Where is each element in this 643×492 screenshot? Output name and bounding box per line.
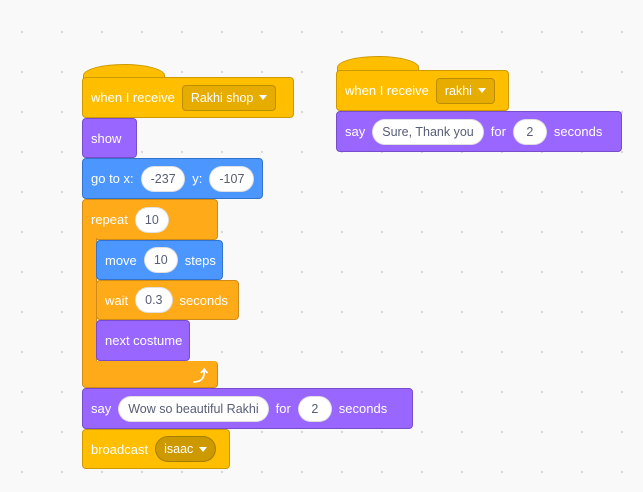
message-dropdown-2[interactable]: rakhi <box>435 77 495 104</box>
show-block[interactable]: show <box>82 118 137 158</box>
wait-seconds-block[interactable]: wait 0.3 seconds <box>96 280 239 320</box>
block-label: say <box>91 401 112 416</box>
steps-input[interactable]: 10 <box>143 247 178 273</box>
broadcast-message-dropdown[interactable]: isaac <box>155 436 217 462</box>
say-message-input[interactable]: Wow so beautiful Rakhi <box>118 395 269 422</box>
block-label: show <box>91 130 122 146</box>
block-label: say <box>345 124 366 139</box>
block-label: when I receive <box>345 83 429 98</box>
when-i-receive-hat-block[interactable]: when I receive Rakhi shop <box>82 77 294 118</box>
dropdown-value: rakhi <box>444 83 472 98</box>
block-label: repeat <box>91 212 128 227</box>
block-label: seconds <box>553 124 603 139</box>
block-label: move <box>105 252 137 268</box>
move-steps-block[interactable]: move 10 steps <box>96 240 223 280</box>
go-to-xy-block[interactable]: go to x: -237 y: -107 <box>82 158 263 199</box>
block-label: go to x: <box>91 171 134 186</box>
loop-arrow-icon: ⤴ <box>193 368 209 385</box>
say-seconds-input-2[interactable]: 2 <box>512 118 547 145</box>
next-costume-block[interactable]: next costume <box>96 320 190 361</box>
say-for-seconds-block-2[interactable]: say Sure, Thank you for 2 seconds <box>336 111 622 152</box>
block-label: for <box>275 401 291 416</box>
block-label: y: <box>192 171 203 186</box>
block-label: broadcast <box>91 441 149 457</box>
block-label: when I receive <box>91 90 175 105</box>
say-seconds-input[interactable]: 2 <box>297 395 332 422</box>
say-for-seconds-block[interactable]: say Wow so beautiful Rakhi for 2 seconds <box>82 388 413 429</box>
block-label: seconds <box>338 401 388 416</box>
caret-down-icon <box>477 88 486 93</box>
when-i-receive-hat-block-2[interactable]: when I receive rakhi <box>336 70 509 111</box>
block-label: seconds <box>179 292 228 308</box>
repeat-times-input[interactable]: 10 <box>134 206 169 233</box>
block-label: wait <box>105 292 129 308</box>
seconds-input[interactable]: 0.3 <box>135 287 173 313</box>
block-label: for <box>490 124 506 139</box>
say-message-input-2[interactable]: Sure, Thank you <box>372 118 484 145</box>
repeat-block[interactable]: repeat 10 <box>82 199 218 240</box>
broadcast-block[interactable]: broadcast isaac <box>82 429 230 469</box>
block-label: steps <box>184 252 216 268</box>
message-dropdown[interactable]: Rakhi shop <box>181 84 277 111</box>
repeat-c-spine <box>82 238 97 368</box>
x-input[interactable]: -237 <box>140 165 186 192</box>
caret-down-icon <box>199 446 208 452</box>
dropdown-value: Rakhi shop <box>190 90 254 105</box>
block-label: next costume <box>105 333 183 348</box>
y-input[interactable]: -107 <box>209 165 254 192</box>
caret-down-icon <box>259 95 268 100</box>
repeat-c-bottom <box>82 361 218 388</box>
dropdown-value: isaac <box>164 442 194 456</box>
